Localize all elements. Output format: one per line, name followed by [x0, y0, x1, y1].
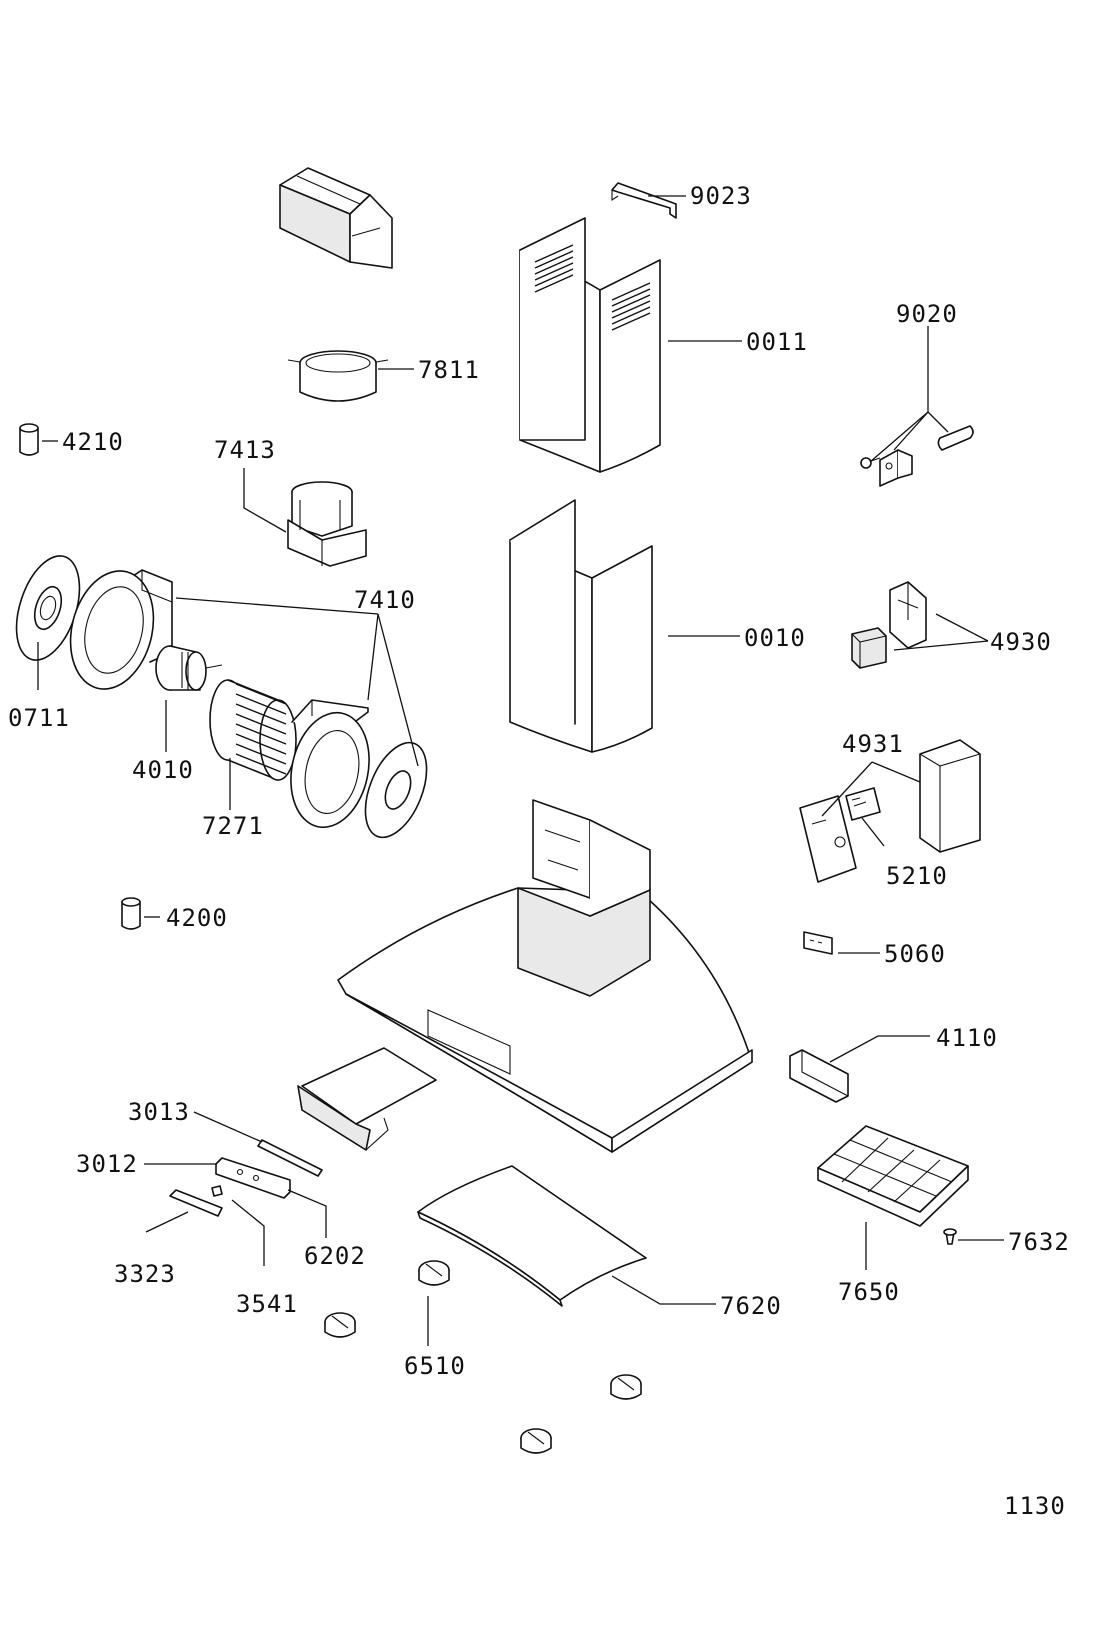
- knob-2-part: [324, 1312, 356, 1338]
- label-4930: 4930: [990, 628, 1052, 656]
- grease-filter-7650-part: [817, 1125, 969, 1227]
- label-3323: 3323: [114, 1260, 176, 1288]
- label-0010: 0010: [744, 624, 806, 652]
- label-7811: 7811: [418, 356, 480, 384]
- electronics-box-4931-part: [799, 739, 981, 883]
- part-labels: 9023 0011 9020 7811 4210 7413 7410 0010 …: [8, 182, 1070, 1520]
- label-3012: 3012: [76, 1150, 138, 1178]
- hood-body-part: [337, 799, 753, 1153]
- label-5210: 5210: [886, 862, 948, 890]
- chimney-upper-0011-part: [519, 217, 661, 473]
- label-4200: 4200: [166, 904, 228, 932]
- switch-holder-4930-part: [851, 581, 927, 669]
- air-outlet-7413-part: [287, 481, 367, 567]
- label-4210: 4210: [62, 428, 124, 456]
- filter-box-part: [279, 167, 393, 269]
- fan-disc-0711-part: [15, 555, 81, 661]
- small-part-3541-part: [211, 1185, 223, 1197]
- switch-plate-5060-part: [803, 931, 833, 955]
- button-strip-3323-part: [169, 1189, 223, 1217]
- knob-4-part: [520, 1428, 552, 1454]
- label-4931: 4931: [842, 730, 904, 758]
- label-0011: 0011: [746, 328, 808, 356]
- screw-7632-part: [943, 1228, 957, 1245]
- label-7620: 7620: [720, 1292, 782, 1320]
- knob-3-part: [610, 1374, 642, 1400]
- label-7410: 7410: [354, 586, 416, 614]
- label-7271: 7271: [202, 812, 264, 840]
- collar-ring-7811-part: [287, 350, 389, 402]
- bracket-9023-part: [611, 182, 677, 219]
- capacitor-4200-part: [121, 897, 141, 930]
- motor-4010-part: [155, 645, 223, 691]
- lamp-housing-4110-part: [789, 1049, 849, 1103]
- label-6202: 6202: [304, 1242, 366, 1270]
- impeller-7271-part: [209, 679, 297, 781]
- label-4110: 4110: [936, 1024, 998, 1052]
- knob-6510-part: [418, 1260, 450, 1286]
- rod-3013-part: [257, 1139, 323, 1177]
- chimney-lower-0010-part: [509, 499, 653, 753]
- label-7650: 7650: [838, 1278, 900, 1306]
- label-9023: 9023: [690, 182, 752, 210]
- label-7413: 7413: [214, 436, 276, 464]
- capacitor-4210-part: [19, 423, 39, 456]
- fan-housing-right-7410-part: [290, 699, 370, 829]
- board-5210-part: [845, 787, 881, 821]
- button-bar-3012-part: [215, 1157, 291, 1199]
- leader-lines: [37, 195, 1004, 1346]
- label-3541: 3541: [236, 1290, 298, 1318]
- label-0711: 0711: [8, 704, 70, 732]
- fan-disc-right-part: [364, 741, 428, 839]
- fan-housing-left-7410-part: [69, 569, 173, 690]
- label-4010: 4010: [132, 756, 194, 784]
- glass-panel-7620-part: [417, 1165, 647, 1307]
- label-7632: 7632: [1008, 1228, 1070, 1256]
- control-housing-part: [297, 1047, 437, 1151]
- label-9020: 9020: [896, 300, 958, 328]
- label-5060: 5060: [884, 940, 946, 968]
- fixing-kit-9020-part: [860, 425, 974, 487]
- label-6510: 6510: [404, 1352, 466, 1380]
- page-number: 1130: [1004, 1492, 1066, 1520]
- label-3013: 3013: [128, 1098, 190, 1126]
